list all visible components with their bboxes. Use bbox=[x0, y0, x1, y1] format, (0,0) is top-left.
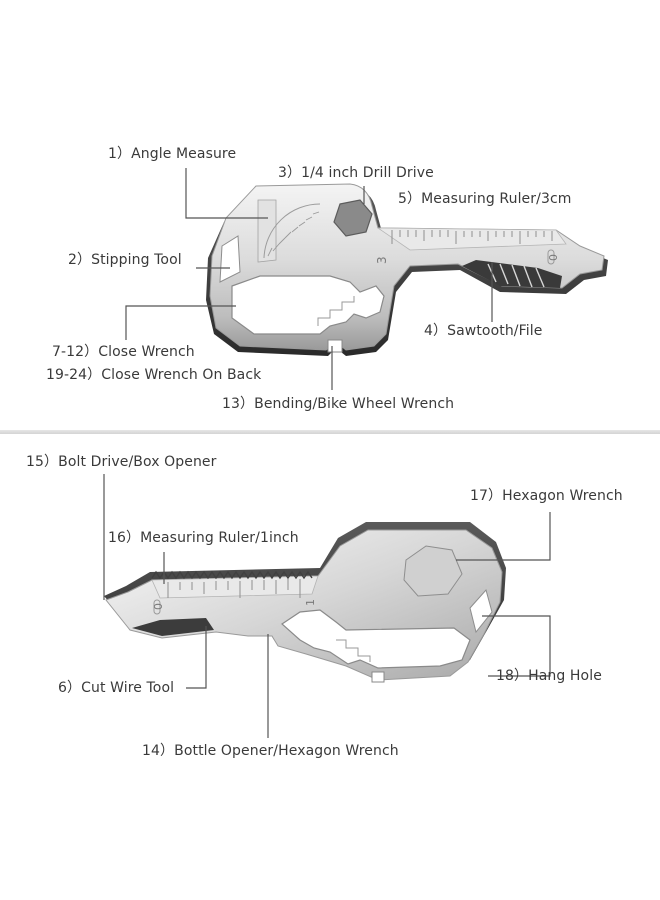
bottom-key bbox=[104, 522, 506, 683]
label-hang-hole: 18）Hang Hole bbox=[496, 668, 602, 684]
bottom-ruler-ticks bbox=[167, 579, 301, 598]
label-cut-wire-tool: 6）Cut Wire Tool bbox=[58, 680, 175, 696]
top-wrench-steps bbox=[317, 296, 355, 326]
bottom-cut-wire-edge bbox=[132, 618, 214, 636]
leader-hang-hole bbox=[482, 615, 551, 677]
bottom-ruler-mark-one: 1 bbox=[304, 599, 317, 606]
label-drill-drive: 3）1/4 inch Drill Drive bbox=[278, 165, 434, 181]
label-close-wrench-back: 19-24）Close Wrench On Back bbox=[46, 367, 262, 383]
top-ruler-mark-three: 3 bbox=[375, 256, 389, 264]
bottom-opener-slot bbox=[371, 671, 385, 683]
bottom-wrench-cutout bbox=[281, 609, 471, 669]
leader-cut-wire bbox=[186, 626, 207, 689]
bottom-wrench-steps bbox=[336, 639, 371, 662]
leader-angle-measure bbox=[185, 168, 268, 219]
top-ruler-band bbox=[376, 227, 567, 251]
leader-close-wrench bbox=[125, 305, 236, 340]
top-sawtooth bbox=[462, 260, 562, 288]
bottom-ruler-serration bbox=[151, 570, 313, 580]
label-bending-wrench: 13）Bending/Bike Wheel Wrench bbox=[222, 396, 455, 412]
bottom-hexagon-wrench bbox=[403, 545, 463, 597]
leader-hexagon-wrench bbox=[456, 512, 551, 561]
top-stripping-notch bbox=[219, 235, 241, 283]
top-tip-slot bbox=[547, 249, 555, 265]
bottom-hang-hole bbox=[469, 588, 493, 634]
label-stripping-tool: 2）Stipping Tool bbox=[68, 252, 182, 268]
top-ruler-ticks bbox=[391, 230, 553, 244]
top-bending-slot bbox=[327, 339, 343, 353]
label-bottle-opener: 14）Bottle Opener/Hexagon Wrench bbox=[142, 743, 399, 759]
label-measuring-ruler-1inch: 16）Measuring Ruler/1inch bbox=[108, 530, 299, 546]
label-angle-measure: 1）Angle Measure bbox=[108, 146, 237, 162]
leader-lines bbox=[103, 168, 551, 738]
top-hex-drill-drive bbox=[333, 199, 373, 237]
top-angle-measure bbox=[257, 199, 321, 263]
bottom-tip-slot bbox=[153, 599, 161, 615]
bottom-ruler-mark-zero: 0 bbox=[152, 603, 165, 610]
top-ruler-mark-zero: 0 bbox=[547, 254, 560, 261]
bottom-ruler-band bbox=[151, 575, 319, 599]
label-close-wrench: 7-12）Close Wrench bbox=[52, 344, 195, 360]
label-bolt-drive: 15）Bolt Drive/Box Opener bbox=[26, 454, 217, 470]
top-wrench-cutout bbox=[231, 275, 385, 335]
section-divider bbox=[0, 430, 660, 434]
label-sawtooth-file: 4）Sawtooth/File bbox=[424, 323, 543, 339]
label-hexagon-wrench: 17）Hexagon Wrench bbox=[470, 488, 623, 504]
top-key bbox=[206, 183, 608, 356]
label-measuring-ruler-3cm: 5）Measuring Ruler/3cm bbox=[398, 191, 572, 207]
